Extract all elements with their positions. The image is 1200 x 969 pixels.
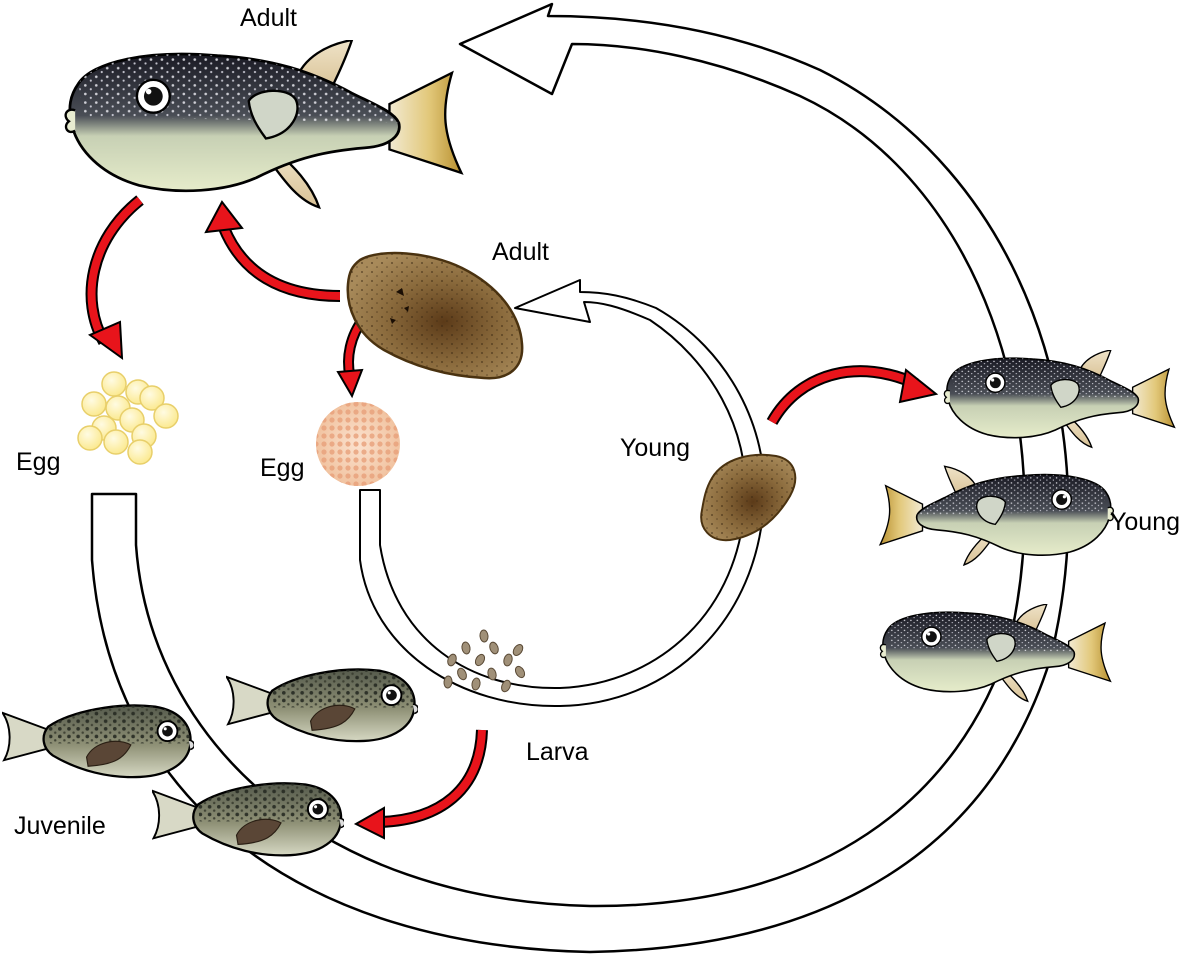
inner-cycle-arrow bbox=[359, 279, 766, 708]
label-flatworm-adult: Adult bbox=[492, 238, 549, 266]
flatworm-egg-icon bbox=[316, 402, 400, 486]
pufferfish-juvenile-icon bbox=[226, 668, 418, 743]
label-flatworm-egg: Egg bbox=[260, 454, 304, 482]
outer-cycle-arrow bbox=[90, 2, 1070, 954]
flatworm-larva-icon bbox=[443, 629, 526, 693]
label-pufferfish-juvenile: Juvenile bbox=[14, 812, 106, 840]
pufferfish-adult-icon bbox=[64, 40, 463, 209]
red-arrow-worm-to-adult-fish bbox=[204, 200, 341, 302]
pufferfish-juvenile-icon bbox=[2, 704, 194, 779]
red-arrow-adult-to-egg bbox=[85, 195, 144, 361]
red-arrow-larva-to-juvenile bbox=[353, 729, 488, 840]
red-arrow-young-worm-to-fish bbox=[766, 365, 939, 426]
label-pufferfish-egg: Egg bbox=[16, 448, 60, 476]
label-flatworm-larva: Larva bbox=[526, 738, 589, 766]
flatworm-young-icon bbox=[700, 453, 797, 542]
pufferfish-young-icon bbox=[879, 465, 1115, 566]
pufferfish-egg-cluster-icon bbox=[77, 371, 179, 465]
pufferfish-juvenile-icon bbox=[152, 782, 344, 857]
label-pufferfish-young: Young bbox=[1110, 508, 1180, 536]
flatworm-adult-icon bbox=[346, 251, 524, 380]
label-pufferfish-adult: Adult bbox=[240, 4, 297, 32]
label-flatworm-young: Young bbox=[620, 434, 690, 462]
